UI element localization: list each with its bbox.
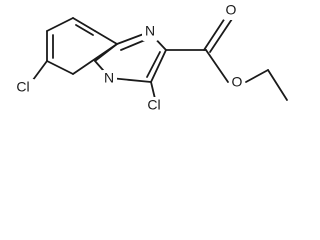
bond-carbonyl-double-2 (209, 18, 233, 53)
atom-labels: N N O O Cl Cl (11, 2, 245, 115)
carbonyl-o-mask (223, 2, 239, 20)
structure-canvas: N N O O Cl Cl (0, 0, 304, 123)
atom-n1-label: N (145, 23, 155, 39)
atom-ester-o-label: O (232, 74, 243, 90)
bond-c2-c3 (150, 49, 167, 83)
cl6-mask (11, 79, 35, 97)
bond-c8a-n4-side (94, 43, 118, 62)
bond-ch2-ch3 (267, 69, 288, 101)
substituents (29, 14, 288, 104)
bond-carbonyl-ester-o (205, 49, 229, 83)
bond-c8a-n1-inner (120, 39, 146, 51)
ester-o-mask (229, 74, 245, 92)
bond-c5-n4 (46, 60, 74, 75)
bond-c6-c7 (46, 17, 74, 32)
pyridine-ring (46, 17, 118, 75)
bond-c8-c8a (94, 30, 118, 45)
chemical-structure-diagram: N N O O Cl Cl (11, 2, 288, 115)
bond-c2-c3-inner (146, 51, 161, 78)
bond-ester-o-ch2 (245, 69, 269, 83)
bond-c7-c8-inner (75, 24, 94, 36)
atom-carbonyl-o-label: O (226, 2, 237, 18)
atom-n4-label: N (104, 70, 114, 86)
bond-c7-c8 (72, 17, 96, 32)
atom-cl6-label: Cl (16, 79, 29, 95)
atom-cl3-label: Cl (147, 97, 160, 113)
n1-mask (142, 23, 158, 41)
bond-carbonyl-double-1 (203, 14, 228, 51)
cl3-mask (142, 97, 166, 115)
n4-mask (101, 70, 117, 88)
